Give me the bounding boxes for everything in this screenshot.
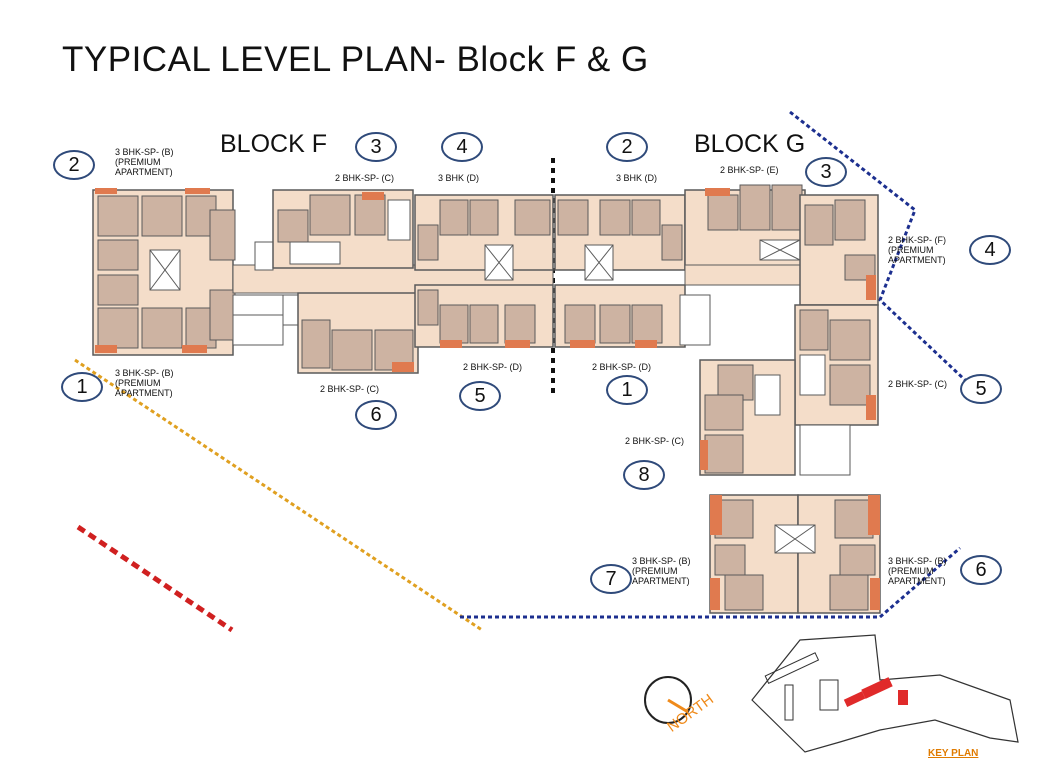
unit-label-f-bottom-mid: 2 BHK-SP- (C): [320, 384, 380, 394]
unit-label-f-top-mid: 2 BHK-SP- (C): [335, 173, 395, 183]
site-boundary-orange: [74, 358, 483, 632]
unit-label-g-bottom-left-premium: 3 BHK-SP- (B) (PREMIUM APARTMENT): [632, 556, 691, 586]
unit-number-g-3: 3: [805, 157, 847, 187]
unit-label-f-bottom-right: 2 BHK-SP- (D): [463, 362, 523, 372]
block-f-unit-4: [414, 194, 554, 281]
north-compass-icon: [644, 676, 692, 724]
block-g-unit-3: [684, 184, 806, 286]
block-f-unit-3: [272, 189, 414, 269]
unit-label-f-top-left: 3 BHK-SP- (B) (PREMIUM APARTMENT): [115, 147, 174, 177]
block-g-unit-6: [774, 494, 881, 614]
unit-label-g-top-left: 3 BHK (D): [616, 173, 658, 183]
block-f-unit-5: [414, 284, 554, 348]
block-g-unit-2: [554, 194, 686, 281]
unit-number-f-1: 1: [61, 372, 103, 402]
block-g-unit-8: [679, 294, 796, 476]
unit-label-f-top-right: 3 BHK (D): [438, 173, 480, 183]
unit-number-f-6: 6: [355, 400, 397, 430]
site-boundary-blue-bottom: [460, 546, 961, 619]
unit-label-g-top-right: 2 BHK-SP- (E): [720, 165, 779, 175]
unit-label-g-right-upper: 2 BHK-SP- (F) (PREMIUM APARTMENT): [888, 235, 947, 265]
block-f-unit-6: [232, 292, 419, 374]
unit-number-f-4: 4: [441, 132, 483, 162]
unit-label-g-bottom-right-premium: 3 BHK-SP- (B) (PREMIUM APARTMENT): [888, 556, 947, 586]
block-g-unit-4: [799, 194, 879, 306]
unit-number-g-5: 5: [960, 374, 1002, 404]
unit-number-g-4: 4: [969, 235, 1011, 265]
block-g-unit-5: [794, 304, 879, 476]
page-title: TYPICAL LEVEL PLAN- Block F & G: [62, 40, 649, 79]
unit-number-g-7: 7: [590, 564, 632, 594]
site-boundary-red: [76, 524, 234, 633]
unit-number-g-1: 1: [606, 375, 648, 405]
unit-label-g-right-mid: 2 BHK-SP- (C): [888, 379, 948, 389]
block-f-title: BLOCK F: [220, 130, 327, 158]
unit-number-g-8: 8: [623, 460, 665, 490]
unit-number-f-3: 3: [355, 132, 397, 162]
key-plan-label: KEY PLAN: [928, 748, 979, 759]
unit-label-f-bottom-left: 3 BHK-SP- (B) (PREMIUM APARTMENT): [115, 368, 174, 398]
unit-label-g-left-mid: 2 BHK-SP- (C): [625, 436, 685, 446]
block-g-title: BLOCK G: [694, 130, 806, 158]
block-g-unit-7: [709, 494, 799, 614]
site-boundary-blue-right: [789, 110, 967, 382]
block-g-unit-1: [554, 284, 686, 348]
unit-number-f-2: 2: [53, 150, 95, 180]
unit-number-g-2: 2: [606, 132, 648, 162]
unit-label-g-bottom-left: 2 BHK-SP- (D): [592, 362, 652, 372]
block-f-left-wing: [92, 188, 236, 356]
unit-number-f-5: 5: [459, 381, 501, 411]
unit-number-g-6: 6: [960, 555, 1002, 585]
key-plan-map: [751, 634, 1019, 753]
